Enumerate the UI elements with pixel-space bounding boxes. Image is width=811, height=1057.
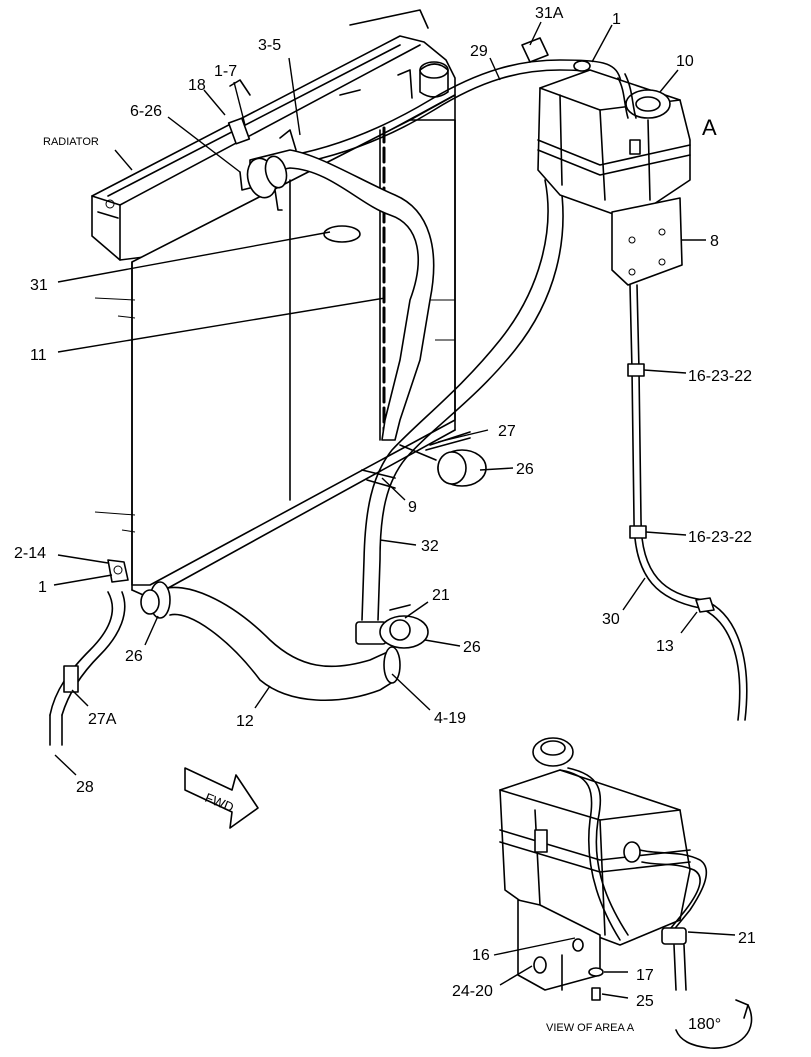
- rotation-label: 180°: [688, 1016, 721, 1033]
- callout-16-inset: 16: [472, 947, 490, 964]
- radiator: [91, 9, 456, 599]
- inset-view-area-a: [499, 737, 753, 1049]
- leader-lines: [53, 21, 736, 999]
- callout-24-20: 24-20: [452, 983, 493, 1000]
- callout-30: 30: [602, 611, 620, 628]
- upper-hose-clamp: [227, 117, 297, 211]
- callout-26-left: 26: [125, 648, 143, 665]
- forward-arrow: FWD: [184, 767, 259, 829]
- callout-16-23-22-b: 16-23-22: [688, 529, 752, 546]
- mounting-bracket-8: [611, 197, 683, 286]
- callout-6-26: 6-26: [130, 103, 162, 120]
- upper-radiator-hose-11: [249, 149, 435, 441]
- callout-9: 9: [408, 499, 417, 516]
- vent-tube-30: [521, 37, 748, 721]
- callout-29: 29: [470, 43, 488, 60]
- drain-valve: [49, 559, 129, 746]
- callout-27: 27: [498, 423, 516, 440]
- callout-26-right: 26: [463, 639, 481, 656]
- callout-21-inset: 21: [738, 930, 756, 947]
- expansion-tank: [537, 60, 691, 221]
- callout-27a: 27A: [88, 711, 117, 728]
- hose-fitting-26: [399, 444, 487, 487]
- view-a-marker: A: [702, 115, 717, 140]
- callout-4-19: 4-19: [434, 710, 466, 727]
- callout-11: 11: [30, 347, 47, 364]
- callout-13: 13: [656, 638, 674, 655]
- hose-clamp-21: [355, 604, 429, 649]
- callout-21-top: 21: [432, 587, 450, 604]
- lower-radiator-hose-12: [140, 581, 401, 702]
- callout-12: 12: [236, 713, 254, 730]
- labels: RADIATOR A VIEW OF AREA A 180° 31A 1 29 …: [14, 5, 756, 1034]
- callout-3-5: 3-5: [258, 37, 281, 54]
- callout-1-left: 1: [38, 579, 47, 596]
- callout-31a: 31A: [535, 5, 564, 22]
- callout-25: 25: [636, 993, 654, 1010]
- callout-2-14: 2-14: [14, 545, 46, 562]
- view-caption: VIEW OF AREA A: [546, 1022, 635, 1034]
- callout-18: 18: [188, 77, 206, 94]
- radiator-label: RADIATOR: [43, 136, 99, 148]
- callout-17: 17: [636, 967, 654, 984]
- callout-26-mid: 26: [516, 461, 534, 478]
- callout-32: 32: [421, 538, 439, 555]
- callout-31: 31: [30, 277, 48, 294]
- callout-28: 28: [76, 779, 94, 796]
- callout-1-top: 1: [612, 11, 621, 28]
- callout-10: 10: [676, 53, 694, 70]
- callout-1-7: 1-7: [214, 63, 237, 80]
- callout-8: 8: [710, 233, 719, 250]
- callout-16-23-22-a: 16-23-22: [688, 368, 752, 385]
